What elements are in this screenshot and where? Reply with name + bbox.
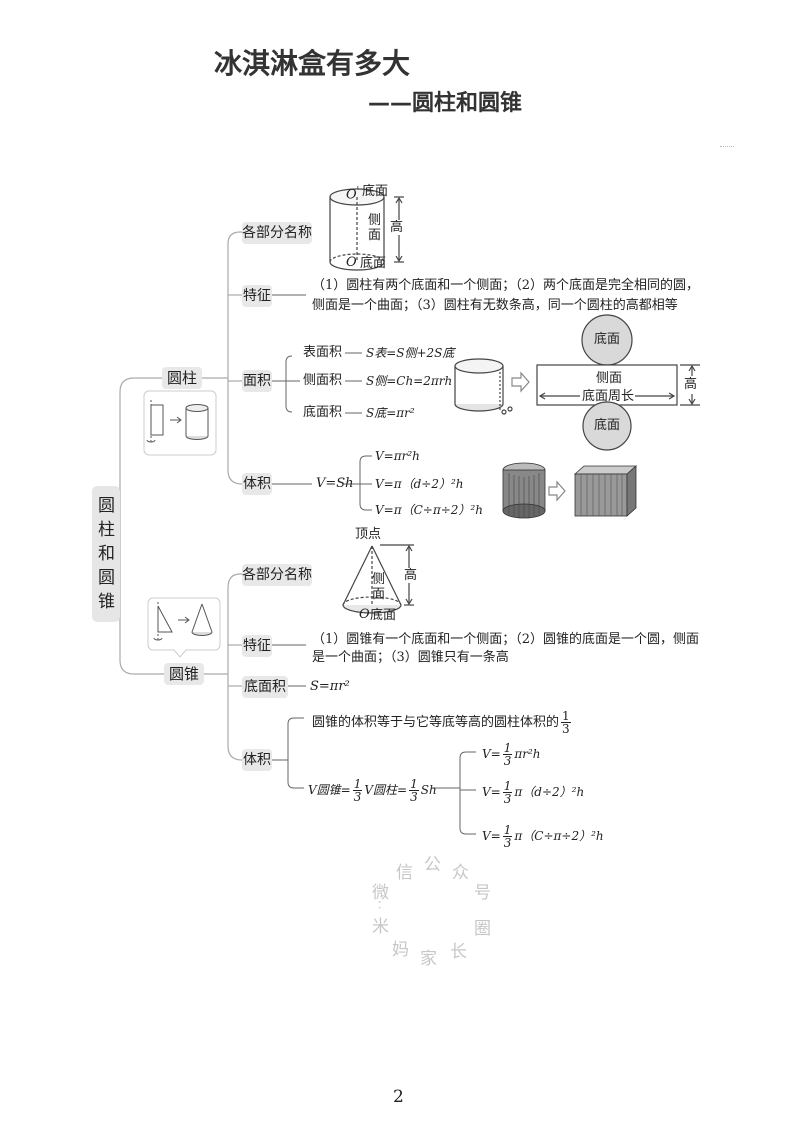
watermark-char: 米 [372, 917, 389, 937]
cylinder-features-line2: 侧面是一个曲面；（3）圆柱有无数条高，同一个圆柱的高都相等 [312, 298, 678, 313]
dot-mark [720, 146, 734, 147]
cylinder-volume-node: 体积 [242, 473, 272, 495]
watermark-char: ： [377, 898, 388, 911]
arrow-right-icon-2 [548, 480, 566, 502]
cylinder-area-node: 面积 [242, 370, 272, 392]
watermark-char: 妈 [392, 940, 409, 960]
cylinder-parts-node: 各部分名称 [242, 222, 312, 244]
watermark-char: 公 [424, 855, 441, 875]
cylinder-net [536, 314, 700, 451]
cone-features-line2: 是一个曲面；（3）圆锥只有一条高 [312, 650, 509, 665]
cylinder-volume-f1: V=πr²h [375, 449, 420, 463]
arrow-right-icon [511, 371, 530, 393]
root-label: 圆柱和圆锥 [98, 496, 115, 612]
root-node: 圆柱和圆锥 [92, 486, 120, 622]
surface-area-formula: S表=S侧+2S底 [366, 346, 455, 360]
cone-volume-node: 体积 [242, 749, 272, 771]
net-perimeter-label: 底面周长 [582, 389, 635, 404]
watermark-char: 圈 [474, 919, 491, 939]
cone-side-label: 侧面 [372, 572, 386, 602]
surface-area-label: 表面积 [303, 345, 343, 360]
net-side-label: 侧面 [596, 371, 623, 386]
cylinder-height-label: 高 [390, 220, 404, 235]
cylinder-volume-main: V=Sh [316, 476, 354, 491]
watermark-char: 众 [452, 863, 469, 883]
cylinder-top-label: 底面 [362, 184, 389, 199]
watermark-char: 微 [372, 883, 389, 903]
cylinder-node: 圆柱 [162, 367, 202, 389]
cuboid-figure [573, 465, 638, 517]
watermark-char: 家 [420, 949, 437, 969]
cone-o-label: O [359, 607, 370, 622]
lateral-area-formula: S侧=Ch=2πrh [366, 374, 453, 388]
cone-rotation-icon [147, 597, 221, 658]
base-area-label: 底面积 [303, 405, 343, 420]
net-height-label: 高 [684, 376, 698, 394]
cone-base-node: 底面积 [242, 676, 288, 698]
watermark-char: 信 [396, 863, 413, 883]
cylinder-rotation-icon [143, 390, 217, 456]
cylinder-volume-f3: V=π（C÷π÷2）²h [375, 503, 483, 517]
cone-features-line1: （1）圆锥有一个底面和一个侧面；（2）圆锥的底面是一个圆，侧面 [312, 632, 700, 647]
cone-base-formula: S=πr² [310, 679, 350, 694]
cone-bottom-label: 底面 [370, 608, 397, 623]
cone-height-label: 高 [404, 568, 418, 583]
cylinder-features-node: 特征 [242, 285, 272, 307]
page-number: 2 [393, 1087, 404, 1107]
cone-features-node: 特征 [242, 635, 272, 657]
watermark-char: 号 [474, 883, 491, 903]
watermark-char: 长 [450, 942, 467, 962]
cone-apex-label: 顶点 [355, 527, 382, 542]
cylinder-bottom-label: 底面 [360, 256, 387, 271]
cone-node: 圆锥 [164, 663, 204, 685]
cylinder-o-top: O' [346, 186, 360, 203]
cylinder-features-line1: （1）圆柱有两个底面和一个侧面；（2）两个底面是完全相同的圆， [312, 278, 700, 293]
page-title: 冰淇淋盒有多大 [214, 47, 411, 80]
net-top-label: 底面 [594, 332, 621, 347]
lateral-area-label: 侧面积 [303, 373, 343, 388]
base-area-formula: S底=πr² [366, 406, 415, 420]
cylinder-slices-figure [502, 462, 546, 519]
cone-figure [342, 544, 414, 614]
cylinder-side-label: 侧面 [368, 213, 382, 243]
cone-parts-node: 各部分名称 [242, 564, 312, 586]
cylinder-volume-f2: V=π（d÷2）²h [375, 477, 464, 491]
cut-cylinder-figure [454, 358, 513, 415]
net-bottom-label: 底面 [594, 418, 621, 433]
cylinder-o-bottom: O [346, 255, 357, 270]
page-subtitle: ——圆柱和圆锥 [368, 91, 523, 116]
